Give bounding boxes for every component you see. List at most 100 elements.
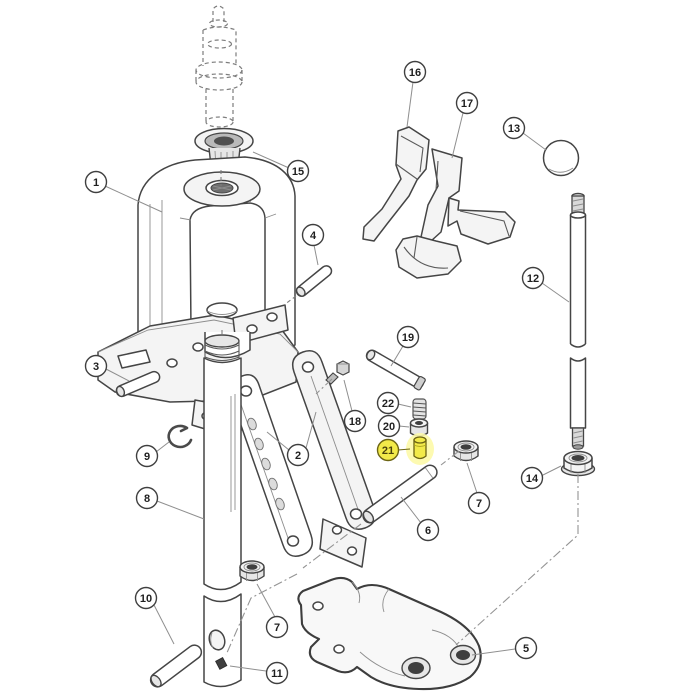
leader-line [266, 431, 290, 451]
callout-2-toggle-links[interactable]: 2 [266, 411, 317, 467]
leader-line [156, 500, 205, 520]
callout-15-die-bushing[interactable]: 15 [252, 151, 310, 183]
callout-7-hex-nut[interactable]: 7 [256, 583, 289, 639]
callout-circle[interactable] [416, 518, 440, 542]
toggle-pin-part [362, 464, 438, 524]
callout-number: 9 [144, 451, 150, 463]
primer-catcher-part [395, 148, 516, 279]
callout-circle[interactable] [265, 661, 289, 685]
leader-line [540, 465, 562, 477]
callout-circle[interactable] [343, 409, 367, 433]
callout-number: 6 [425, 525, 431, 537]
callout-circle[interactable] [377, 414, 401, 438]
primer-arm-part [362, 126, 430, 242]
spring-part [412, 398, 427, 420]
callout-number: 18 [349, 416, 361, 428]
leader-line [305, 411, 317, 449]
callout-circle[interactable] [286, 443, 310, 467]
callout-circle[interactable] [301, 223, 325, 247]
callout-20-bushing[interactable]: 20 [377, 414, 410, 438]
callout-circle[interactable] [134, 586, 158, 610]
handle-nut-part [560, 450, 596, 477]
callout-circle[interactable] [455, 91, 479, 115]
callout-21-roll-pin[interactable]: 21 [376, 438, 411, 462]
link-pin-part [365, 349, 426, 391]
callout-14-handle-nut[interactable]: 14 [520, 465, 562, 490]
assembly-centerlines [220, 170, 579, 656]
bushing-part [409, 418, 429, 437]
ram-pin-part [149, 644, 203, 688]
leader-line [398, 425, 410, 428]
callout-number: 10 [140, 593, 152, 605]
callout-circle[interactable] [84, 170, 108, 194]
callout-number: 4 [310, 230, 317, 242]
highlighted-roll-pin-part[interactable] [406, 433, 434, 465]
callout-11-set-screw[interactable]: 11 [229, 661, 289, 685]
callout-circle[interactable] [376, 391, 400, 415]
callout-19-link-pin[interactable]: 19 [390, 325, 420, 367]
callout-circle[interactable] [396, 325, 420, 349]
callout-10-ram-pin[interactable]: 10 [134, 586, 175, 645]
callout-circle[interactable] [514, 636, 538, 660]
callout-number: 15 [292, 166, 304, 178]
leader-line [400, 496, 422, 524]
callout-18-pivot-bolt[interactable]: 18 [343, 379, 367, 433]
callout-number: 5 [523, 643, 529, 655]
callout-circle[interactable] [135, 444, 159, 468]
callout-number: 13 [508, 123, 520, 135]
callout-number: 20 [383, 421, 395, 433]
leader-line [397, 403, 412, 408]
callout-13-handle-ball[interactable]: 13 [502, 116, 547, 151]
callout-circle[interactable] [520, 466, 544, 490]
callout-17-primer-catcher[interactable]: 17 [451, 91, 479, 159]
lever-casting-part [297, 518, 482, 691]
hex-nut-upper-part [453, 440, 479, 462]
callout-1-press-frame[interactable]: 1 [84, 170, 163, 213]
leader-line [313, 244, 319, 266]
callout-6-toggle-pin[interactable]: 6 [400, 496, 440, 542]
callout-3-frame-pin[interactable]: 3 [84, 354, 130, 382]
callout-number: 7 [476, 498, 482, 510]
leader-line [155, 441, 170, 453]
ram-part [203, 334, 242, 688]
callout-number: 11 [271, 668, 283, 680]
pivot-bolt-part [315, 360, 350, 395]
leader-line [397, 448, 411, 451]
callout-circle[interactable] [403, 60, 427, 84]
handle-rod-part [569, 192, 587, 450]
leader-line [522, 132, 547, 151]
callout-circle[interactable] [467, 491, 491, 515]
callout-circle[interactable] [265, 615, 289, 639]
set-screw-part [215, 657, 228, 670]
leader-line [105, 368, 130, 382]
callout-number: 12 [527, 273, 539, 285]
callout-circle[interactable] [502, 116, 526, 140]
leader-line [406, 81, 414, 128]
callout-number: 22 [382, 398, 394, 410]
callout-7-hex-nut[interactable]: 7 [466, 462, 491, 515]
callout-12-handle-rod[interactable]: 12 [521, 266, 570, 303]
link-serrations [247, 417, 285, 511]
toggle-links-part [228, 350, 377, 557]
callout-circle[interactable] [521, 266, 545, 290]
callout-8-ram[interactable]: 8 [135, 486, 205, 520]
leader-line [541, 282, 570, 303]
callout-4-stop-pin[interactable]: 4 [301, 223, 325, 266]
leader-line [466, 462, 478, 494]
leader-line [104, 185, 163, 213]
phantom-die [195, 5, 243, 134]
leader-line [390, 345, 404, 367]
leader-line [343, 379, 353, 412]
callout-circle[interactable] [135, 486, 159, 510]
callout-9-retaining-clip[interactable]: 9 [135, 441, 170, 468]
callout-circle[interactable] [286, 159, 310, 183]
callout-circle-highlighted[interactable] [376, 438, 400, 462]
callout-22-spring[interactable]: 22 [376, 391, 412, 415]
callout-circle[interactable] [84, 354, 108, 378]
callout-number: 7 [274, 622, 280, 634]
callout-16-primer-arm[interactable]: 16 [403, 60, 427, 128]
hex-nut-lower-part [239, 560, 265, 582]
callout-5-lever-casting[interactable]: 5 [471, 636, 538, 660]
